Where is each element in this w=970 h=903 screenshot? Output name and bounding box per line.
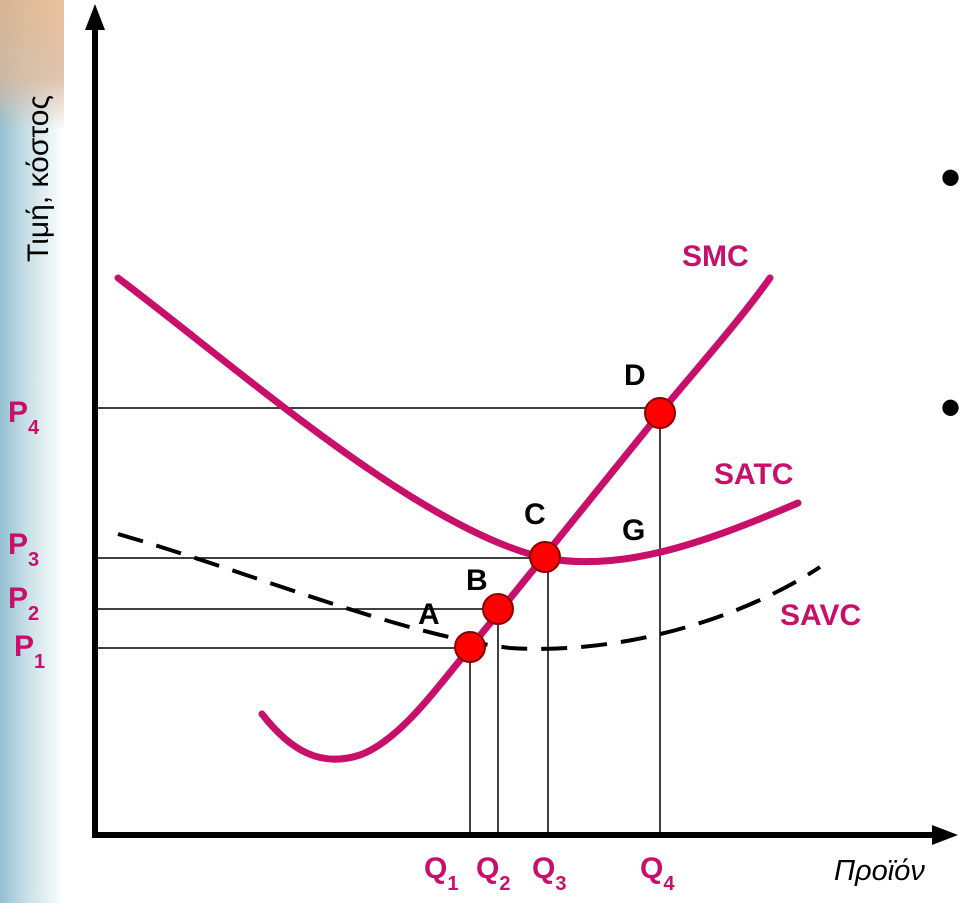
point-d-label: D xyxy=(624,359,646,392)
price-label-p3: P3 xyxy=(8,528,39,571)
quantity-label-q1: Q1 xyxy=(424,852,458,895)
price-label-p1: P1 xyxy=(14,630,45,673)
x-axis-label: Προϊόν xyxy=(834,855,925,887)
quantity-label-q2: Q2 xyxy=(476,852,510,895)
background-strip xyxy=(0,0,64,903)
point-c-marker xyxy=(529,541,561,573)
price-label-p4: P4 xyxy=(8,396,40,439)
point-a-label: A xyxy=(418,598,440,631)
point-d-marker xyxy=(644,397,676,429)
point-b-marker xyxy=(482,593,514,625)
x-axis-arrow-icon xyxy=(932,825,958,845)
savc-curve xyxy=(117,532,822,651)
bullet-2: • xyxy=(940,374,961,441)
savc-label: SAVC xyxy=(780,599,861,632)
satc-label: SATC xyxy=(714,458,793,491)
smc-curve xyxy=(258,274,774,763)
point-a-marker xyxy=(454,631,486,663)
point-g-label: G xyxy=(622,514,645,547)
smc-label: SMC xyxy=(682,240,749,273)
background-strip-top xyxy=(0,0,64,130)
price-label-p2: P2 xyxy=(8,582,39,625)
point-c-label: C xyxy=(524,498,546,531)
y-axis-label: Τιμή, κόστος xyxy=(22,95,55,262)
satc-curve xyxy=(114,274,802,566)
point-b-label: B xyxy=(466,564,488,597)
y-axis-arrow-icon xyxy=(85,4,105,30)
quantity-label-q3: Q3 xyxy=(532,852,566,895)
quantity-label-q4: Q4 xyxy=(640,852,675,895)
bullet-1: • xyxy=(940,144,961,211)
